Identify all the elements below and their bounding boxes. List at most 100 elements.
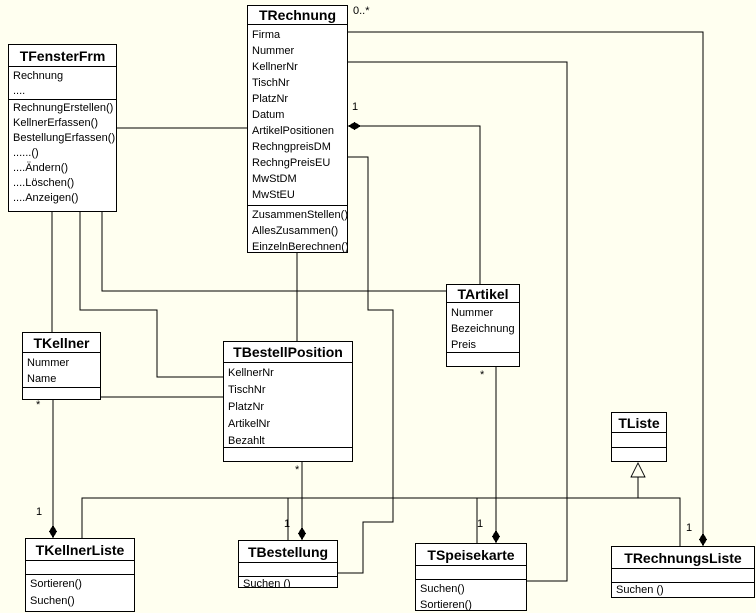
class-liste: TListe xyxy=(611,412,667,462)
class-attribute: KellnerNr xyxy=(228,367,274,379)
methods-compartment xyxy=(224,448,352,461)
class-method: Suchen() xyxy=(30,595,75,607)
multiplicity-label: 1 xyxy=(686,522,693,534)
class-attribute: Nummer xyxy=(27,357,70,369)
class-method: Suchen () xyxy=(243,578,291,587)
methods-compartment xyxy=(612,448,666,461)
composition-diamond xyxy=(492,530,500,543)
class-method: KellnerErfassen() xyxy=(13,117,98,129)
methods-compartment xyxy=(23,388,100,399)
class-method: ......() xyxy=(13,147,39,159)
class-attribute: Firma xyxy=(252,29,281,41)
class-method: EinzelnBerechnen() xyxy=(252,241,347,252)
connection-fensterfrm-bestellposition xyxy=(79,212,223,378)
multiplicity-label: * xyxy=(36,399,41,411)
connection-rechnung-contains-artikel xyxy=(348,125,481,284)
attributes-compartment xyxy=(416,566,526,580)
methods-compartment: Suchen () xyxy=(612,583,754,597)
class-title-liste: TListe xyxy=(612,413,666,433)
composition-diamond xyxy=(298,527,306,540)
class-method: Sortieren() xyxy=(420,599,472,610)
class-attribute: Bezahlt xyxy=(228,435,265,447)
attributes-compartment xyxy=(612,569,754,583)
class-method: Suchen() xyxy=(420,583,465,595)
class-attribute: TischNr xyxy=(228,384,266,396)
class-method: RechnungErstellen() xyxy=(13,102,114,114)
multiplicity-label: 1 xyxy=(36,506,43,518)
class-attribute: MwStEU xyxy=(252,189,295,201)
class-title-speisekarte: TSpeisekarte xyxy=(416,544,526,566)
class-title-bestellposition: TBestellPosition xyxy=(224,342,352,363)
class-attribute: MwStDM xyxy=(252,173,297,185)
class-attribute: PlatzNr xyxy=(228,401,265,413)
class-method: Suchen () xyxy=(616,584,664,596)
class-method: ....Löschen() xyxy=(13,177,75,189)
class-attribute: Preis xyxy=(451,339,477,351)
class-title-artikel: TArtikel xyxy=(447,285,519,303)
composition-diamond xyxy=(348,122,361,130)
attributes-compartment xyxy=(239,563,337,577)
composition-diamond xyxy=(49,525,57,538)
multiplicity-label: 1 xyxy=(284,518,291,530)
multiplicity-label: 0..* xyxy=(353,5,370,17)
class-attribute: RechngpreisDM xyxy=(252,141,331,153)
class-title-kellner: TKellner xyxy=(23,333,100,353)
class-title-fensterfrm: TFensterFrm xyxy=(9,45,116,67)
connection-rechnung-speisekarte xyxy=(348,61,568,582)
class-attribute: Name xyxy=(27,373,57,385)
class-method: AllesZusammen() xyxy=(252,225,339,237)
methods-compartment: Suchen() Sortieren() xyxy=(416,580,526,610)
class-attribute: PlatzNr xyxy=(252,93,289,105)
methods-compartment: Suchen () xyxy=(239,577,337,587)
class-attribute: TischNr xyxy=(252,77,290,89)
class-method: BestellungErfassen() xyxy=(13,132,116,144)
class-attribute: ArtikelPositionen xyxy=(252,125,334,137)
connection-fensterfrm-artikel xyxy=(101,212,446,292)
methods-compartment: Sortieren() Suchen() xyxy=(26,575,134,611)
inheritance-triangle xyxy=(630,461,646,478)
multiplicity-label: 1 xyxy=(352,101,359,113)
class-attribute: Nummer xyxy=(252,45,295,57)
connection-rechnung-bestellung xyxy=(338,156,394,574)
class-method: Sortieren() xyxy=(30,578,82,590)
attributes-compartment: Rechnung.... xyxy=(9,67,116,100)
composition-diamond xyxy=(699,533,707,546)
methods-compartment: RechnungErstellen() KellnerErfassen() Best… xyxy=(9,100,116,211)
methods-compartment: ZusammenStellen()AllesZusammen()EinzelnB… xyxy=(248,206,347,252)
multiplicity-label: * xyxy=(480,369,485,381)
class-title-bestellung: TBestellung xyxy=(239,541,337,563)
class-attribute: Nummer xyxy=(451,307,494,319)
attributes-compartment xyxy=(26,561,134,575)
methods-compartment xyxy=(447,353,519,366)
class-attribute: Datum xyxy=(252,109,285,121)
class-title-rechnung: TRechnung xyxy=(248,6,347,25)
class-attribute: KellnerNr xyxy=(252,61,298,73)
class-method: ....Anzeigen() xyxy=(13,192,79,204)
multiplicity-label: * xyxy=(295,464,300,476)
multiplicity-label: 1 xyxy=(477,518,484,530)
connection-liste-inheritance-bus xyxy=(81,497,681,546)
connection-rechnungsliste-contains-rechnung xyxy=(348,31,704,546)
attributes-compartment xyxy=(612,433,666,448)
class-attribute: ArtikelNr xyxy=(228,418,271,430)
class-title-kellnerliste: TKellnerListe xyxy=(26,539,134,561)
class-attribute: RechngPreisEU xyxy=(252,157,331,169)
class-attribute: Bezeichnung xyxy=(451,323,515,335)
class-method: ....Ändern() xyxy=(13,162,69,174)
class-attribute: .... xyxy=(13,85,26,97)
